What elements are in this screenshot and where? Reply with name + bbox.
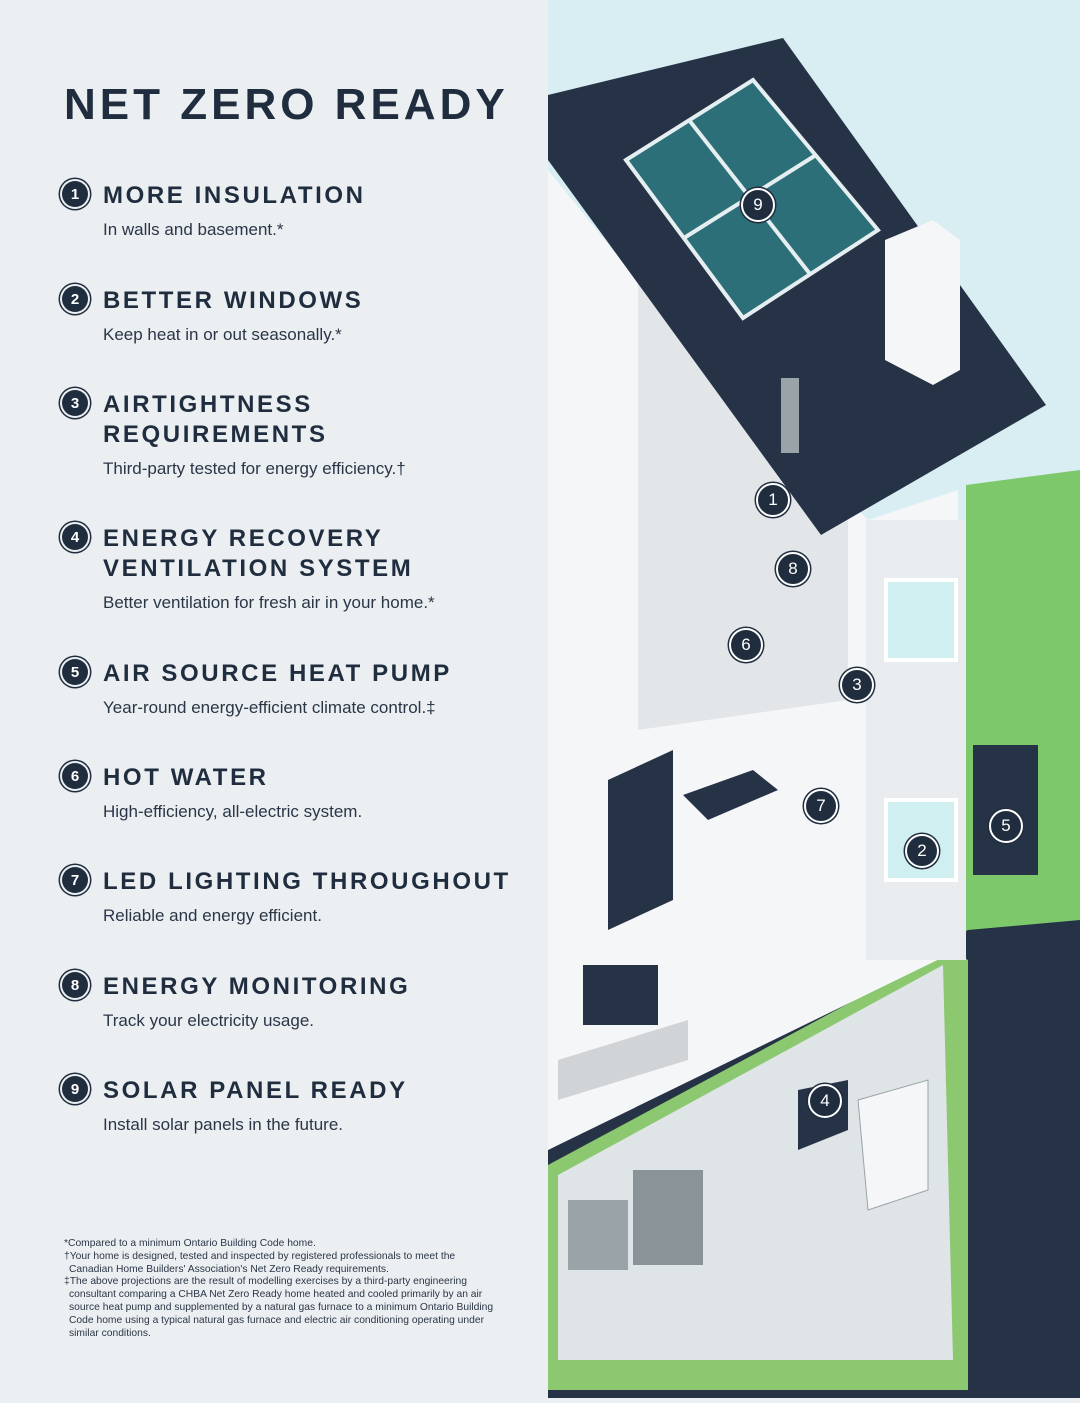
footnote: †Your home is designed, tested and inspe… bbox=[64, 1250, 456, 1275]
number-badge: 8 bbox=[62, 972, 88, 998]
feature-item-led: 7 LED LIGHTING THROUGHOUT Reliable and e… bbox=[62, 867, 542, 926]
feature-heading: HOT WATER bbox=[103, 764, 269, 791]
furnace bbox=[857, 1079, 929, 1211]
footnote: ‡The above projections are the result of… bbox=[64, 1276, 494, 1339]
marker-led: 7 bbox=[804, 789, 838, 823]
number-badge: 6 bbox=[62, 763, 88, 789]
feature-heading: MORE INSULATION bbox=[103, 182, 366, 209]
chimney bbox=[885, 220, 960, 385]
feature-description: Keep heat in or out seasonally.* bbox=[103, 325, 342, 344]
feature-description: Third-party tested for energy efficiency… bbox=[103, 459, 406, 478]
feature-description: Year-round energy-efficient climate cont… bbox=[103, 698, 436, 717]
feature-description: Better ventilation for fresh air in your… bbox=[103, 593, 435, 612]
marker-airtightness: 3 bbox=[840, 668, 874, 702]
marker-insulation: 1 bbox=[756, 483, 790, 517]
house-cutaway-graphic bbox=[548, 0, 1080, 1398]
sink-cabinet bbox=[568, 1200, 628, 1270]
number-badge: 3 bbox=[62, 390, 88, 416]
feature-item-monitoring: 8 ENERGY MONITORING Track your electrici… bbox=[62, 972, 532, 1031]
feature-heading: AIR SOURCE HEAT PUMP bbox=[103, 660, 452, 687]
feature-description: Track your electricity usage. bbox=[103, 1011, 314, 1030]
washer bbox=[633, 1170, 703, 1265]
window bbox=[884, 578, 958, 662]
feature-heading: AIRTIGHTNESS REQUIREMENTS bbox=[103, 391, 328, 448]
marker-heat-pump: 5 bbox=[989, 809, 1023, 843]
feature-item-solar: 9 SOLAR PANEL READY Install solar panels… bbox=[62, 1076, 532, 1135]
marker-windows: 2 bbox=[905, 834, 939, 868]
marker-hot-water: 6 bbox=[729, 628, 763, 662]
feature-item-insulation: 1 MORE INSULATION In walls and basement.… bbox=[62, 181, 532, 240]
number-badge: 2 bbox=[62, 286, 88, 312]
stove bbox=[683, 770, 778, 820]
feature-item-heat-pump: 5 AIR SOURCE HEAT PUMP Year-round energy… bbox=[62, 659, 532, 718]
marker-monitoring: 8 bbox=[776, 552, 810, 586]
feature-description: Install solar panels in the future. bbox=[103, 1115, 344, 1134]
feature-description: Reliable and energy efficient. bbox=[103, 906, 322, 925]
footnote: *Compared to a minimum Ontario Building … bbox=[64, 1238, 316, 1249]
number-badge: 7 bbox=[62, 867, 88, 893]
number-badge: 9 bbox=[62, 1076, 88, 1102]
fridge bbox=[608, 750, 673, 930]
number-badge: 1 bbox=[62, 181, 88, 207]
feature-heading: ENERGY MONITORING bbox=[103, 973, 411, 1000]
feature-item-airtightness: 3 AIRTIGHTNESS REQUIREMENTS Third-party … bbox=[62, 390, 406, 479]
footnotes: *Compared to a minimum Ontario Building … bbox=[64, 1238, 494, 1340]
feature-item-hot-water: 6 HOT WATER High-efficiency, all-electri… bbox=[62, 763, 532, 822]
feature-item-erv: 4 ENERGY RECOVERY VENTILATION SYSTEM Bet… bbox=[62, 524, 462, 613]
feature-heading: SOLAR PANEL READY bbox=[103, 1077, 408, 1104]
marker-solar: 9 bbox=[741, 188, 775, 222]
number-badge: 4 bbox=[62, 524, 88, 550]
number-badge: 5 bbox=[62, 659, 88, 685]
feature-heading: ENERGY RECOVERY VENTILATION SYSTEM bbox=[103, 525, 414, 582]
feature-description: High-efficiency, all-electric system. bbox=[103, 802, 363, 821]
page-title: NET ZERO READY bbox=[64, 80, 509, 129]
feature-heading: LED LIGHTING THROUGHOUT bbox=[103, 868, 511, 895]
feature-description: In walls and basement.* bbox=[103, 220, 284, 239]
tv bbox=[583, 965, 658, 1025]
feature-item-windows: 2 BETTER WINDOWS Keep heat in or out sea… bbox=[62, 286, 532, 345]
marker-erv: 4 bbox=[808, 1084, 842, 1118]
info-panel: NET ZERO READY 1 MORE INSULATION In wall… bbox=[62, 80, 542, 1340]
house-illustration: 9 1 8 6 3 7 2 5 4 bbox=[548, 0, 1080, 1398]
feature-heading: BETTER WINDOWS bbox=[103, 287, 364, 314]
vent-pipe bbox=[781, 378, 799, 453]
